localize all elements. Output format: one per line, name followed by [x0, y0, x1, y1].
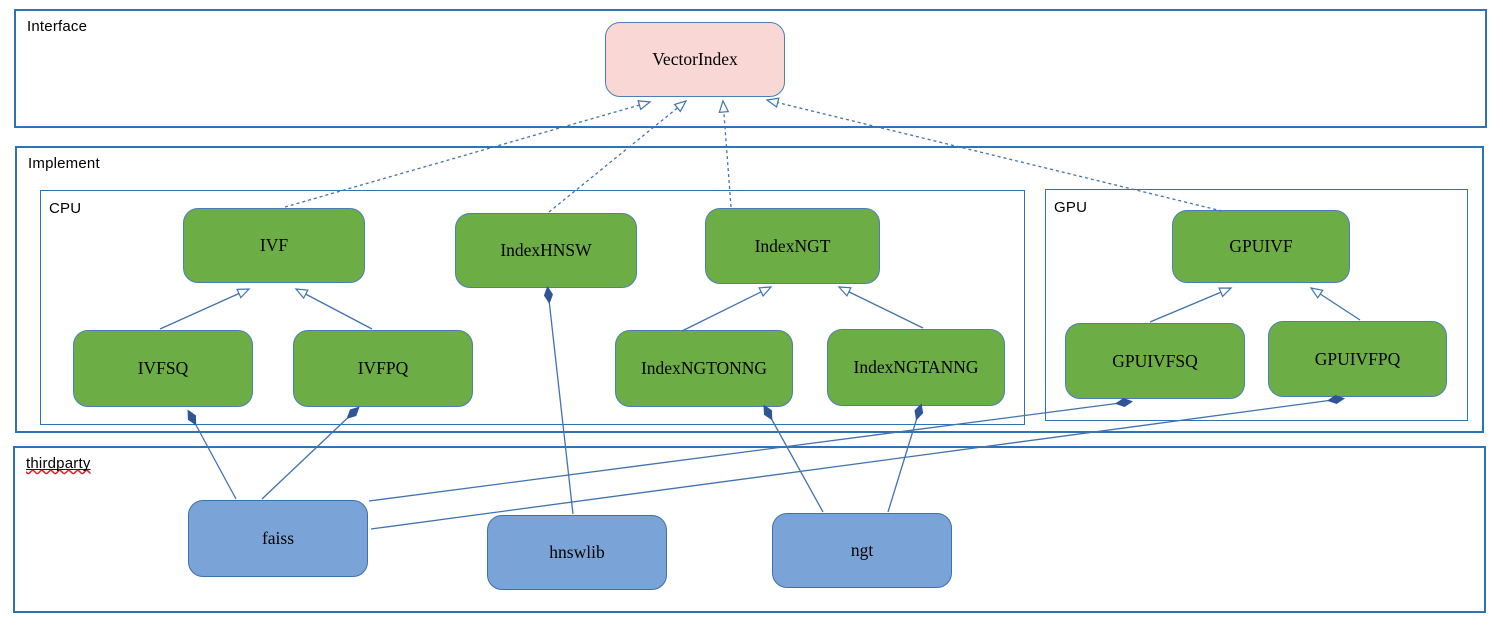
node-gpuivfsq-label: GPUIVFSQ [1112, 350, 1198, 371]
node-ivf[interactable]: IVF [183, 208, 365, 283]
node-ivfpq-label: IVFPQ [357, 358, 409, 378]
section-implement-label: Implement [28, 155, 100, 172]
node-hnswlib[interactable]: hnswlib [487, 515, 667, 590]
node-indexngt[interactable]: IndexNGT [705, 208, 880, 284]
node-indexhnsw-label: IndexHNSW [500, 240, 592, 260]
section-gpu-label: GPU [1054, 199, 1088, 216]
node-gpuivf[interactable]: GPUIVF [1172, 210, 1350, 283]
node-vectorindex-label: VectorIndex [652, 49, 738, 69]
node-ivfsq[interactable]: IVFSQ [73, 330, 253, 407]
node-ivf-label: IVF [259, 235, 289, 255]
node-ivfsq-label: IVFSQ [137, 358, 189, 378]
section-thirdparty-label: thirdparty [26, 455, 91, 472]
node-gpuivfpq-label: GPUIVFPQ [1314, 348, 1401, 369]
node-ngt[interactable]: ngt [772, 513, 952, 588]
node-indexngtanng[interactable]: IndexNGTANNG [827, 329, 1005, 406]
node-gpuivfpq[interactable]: GPUIVFPQ [1268, 321, 1447, 397]
section-interface-label: Interface [27, 18, 88, 35]
node-gpuivfsq[interactable]: GPUIVFSQ [1065, 323, 1245, 399]
section-thirdparty-label-text: thirdparty [26, 455, 91, 472]
node-hnswlib-label: hnswlib [549, 542, 605, 562]
node-ivfpq[interactable]: IVFPQ [293, 330, 473, 407]
node-ngt-label: ngt [850, 540, 874, 560]
section-cpu-label: CPU [49, 200, 82, 217]
node-indexngtonng[interactable]: IndexNGTONNG [615, 330, 793, 407]
node-faiss[interactable]: faiss [188, 500, 368, 577]
node-vectorindex[interactable]: VectorIndex [605, 22, 785, 97]
node-indexngtonng-label: IndexNGTONNG [640, 358, 768, 378]
section-interface: Interface [14, 9, 1487, 128]
node-indexngtanng-label: IndexNGTANNG [853, 357, 979, 377]
node-faiss-label: faiss [261, 528, 295, 548]
node-gpuivf-label: GPUIVF [1229, 236, 1293, 256]
node-indexhnsw[interactable]: IndexHNSW [455, 213, 637, 288]
node-indexngt-label: IndexNGT [754, 235, 831, 256]
